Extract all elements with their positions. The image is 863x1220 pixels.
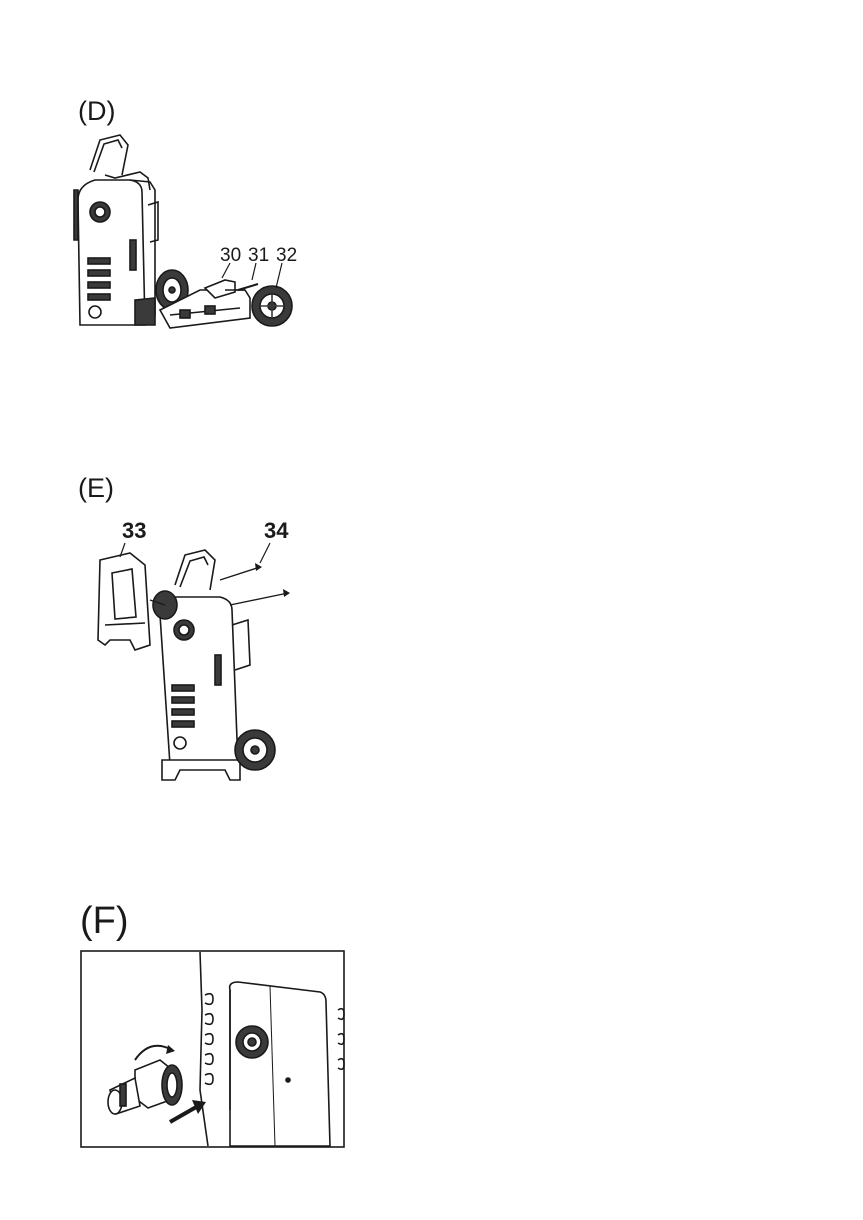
axle-screw-illustration — [238, 284, 258, 290]
section-label-e: (E) — [78, 475, 114, 502]
screw-upper-illustration — [220, 567, 260, 580]
callout-31: 31 — [248, 245, 269, 266]
pressure-washer-illustration — [74, 135, 158, 325]
callout-32: 32 — [276, 245, 297, 266]
washer-with-handle-illustration — [153, 550, 275, 780]
section-label-d: (D) — [78, 98, 115, 125]
screw-lower-illustration — [230, 593, 288, 605]
figure-f-hose-connection — [80, 950, 345, 1148]
figure-e-handle-assembly: 33 34 — [90, 505, 310, 790]
right-wheel-illustration — [252, 286, 292, 326]
section-label-f: (F) — [80, 902, 129, 940]
detached-handle-illustration — [98, 553, 150, 650]
figure-d-wheel-assembly: 30 31 32 — [60, 130, 330, 345]
callout-33: 33 — [122, 518, 146, 543]
callout-34: 34 — [264, 518, 289, 543]
callout-30: 30 — [220, 245, 241, 266]
